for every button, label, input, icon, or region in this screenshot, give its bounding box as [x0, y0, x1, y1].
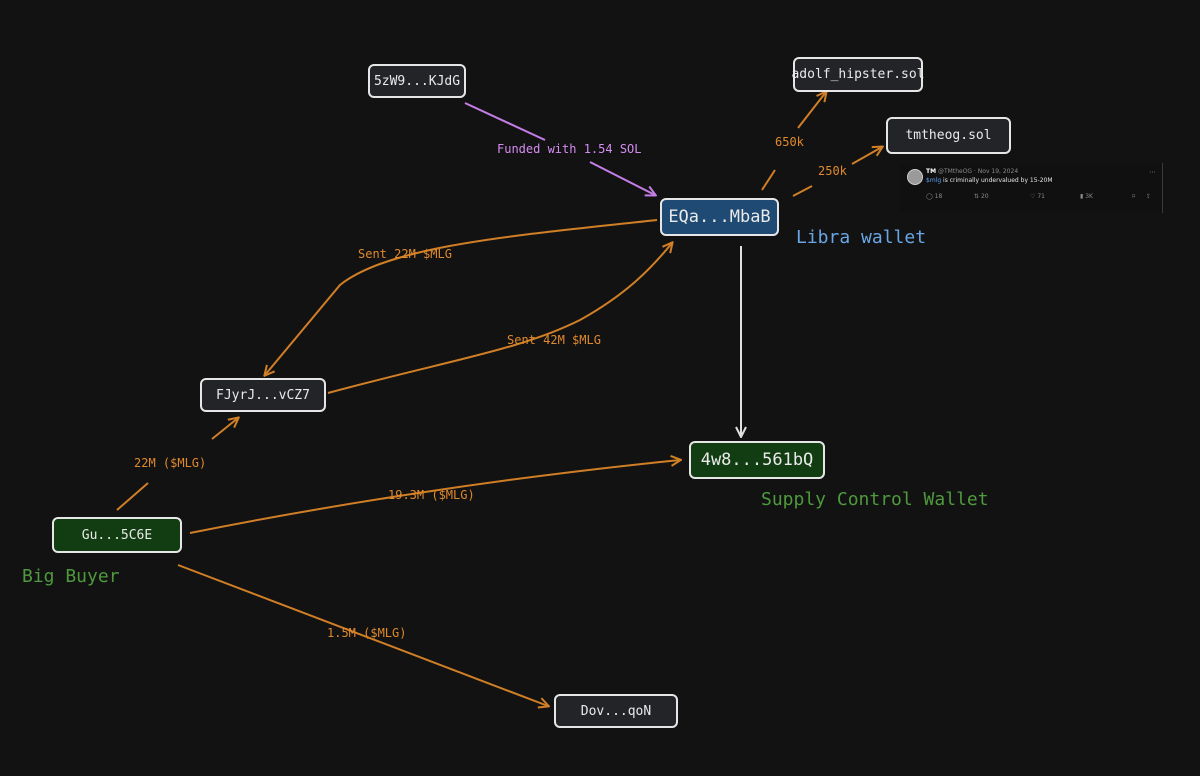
tweet-text-body: is criminally undervalued by 15-20M — [941, 177, 1053, 184]
arrow-250k-b — [851, 147, 882, 165]
wallet-node-gu-big-buyer[interactable]: Gu...5C6E — [52, 517, 182, 553]
note-big-buyer: Big Buyer — [22, 566, 120, 587]
reply-icon: ◯ — [926, 193, 933, 200]
wallet-node-adolf-hipster[interactable]: adolf_hipster.sol — [791, 57, 925, 92]
edge-label-sent42: Sent 42M $MLG — [507, 333, 601, 347]
edge-label-650k: 650k — [775, 135, 804, 149]
more-options-icon[interactable]: ⋯ — [1149, 168, 1156, 176]
arrow-22m-b — [211, 418, 238, 440]
tweet-text: $mlg is criminally undervalued by 15-20M — [926, 177, 1053, 184]
wallet-node-4w8-supply[interactable]: 4w8...561bQ — [689, 441, 825, 479]
edge-label-1-5m: 1.5M ($MLG) — [327, 626, 407, 640]
wallet-node-5zw9[interactable]: 5zW9...KJdG — [368, 64, 466, 98]
edge-label-sent22: Sent 22M $MLG — [358, 247, 452, 261]
tweet-handle[interactable]: @TMtheOG — [938, 168, 973, 175]
edge-label-funded: Funded with 1.54 SOL — [497, 142, 642, 156]
repost-count: 20 — [980, 193, 989, 200]
view-count: 3K — [1085, 193, 1093, 200]
wallet-node-dov[interactable]: Dov...qoN — [554, 694, 678, 728]
tweet-header: TM @TMtheOG · Nov 19, 2024 — [926, 168, 1018, 175]
edge-label-19-3m: 19.3M ($MLG) — [388, 488, 475, 502]
wallet-node-tmtheog[interactable]: tmtheog.sol — [886, 117, 1011, 154]
repost-action[interactable]: ⇅ 20 — [974, 193, 989, 200]
bookmark-icon[interactable]: ⌑ — [1132, 193, 1136, 200]
arrow-sent22 — [265, 219, 658, 375]
arrow-22m-a — [116, 482, 149, 511]
wallet-node-eqa-libra[interactable]: EQa...MbaB — [660, 198, 779, 236]
tweet-card[interactable]: TM @TMtheOG · Nov 19, 2024 ⋯ $mlg is cri… — [900, 163, 1163, 213]
arrow-193m — [189, 460, 680, 534]
like-action[interactable]: ♡ 71 — [1030, 193, 1045, 200]
tweet-author-name: TM — [926, 168, 937, 175]
reply-count: 18 — [934, 193, 943, 200]
arrow-funded-tail — [589, 161, 655, 195]
edge-label-22m: 22M ($MLG) — [134, 456, 207, 470]
arrow-funded — [464, 102, 546, 141]
views-icon: ▮ — [1080, 193, 1084, 200]
avatar — [907, 169, 923, 185]
like-count: 71 — [1037, 193, 1045, 200]
note-supply-control-wallet: Supply Control Wallet — [761, 489, 989, 510]
arrow-sent42 — [327, 243, 672, 394]
heart-icon: ♡ — [1030, 193, 1036, 200]
note-libra-wallet: Libra wallet — [796, 227, 927, 248]
edge-label-250k: 250k — [818, 164, 847, 178]
arrow-650k-b — [797, 92, 826, 129]
reply-action[interactable]: ◯ 18 — [926, 193, 942, 200]
arrow-250k-a — [792, 185, 813, 197]
wallet-node-fjyr[interactable]: FJyrJ...vCZ7 — [200, 378, 326, 412]
tweet-ticker-link[interactable]: $mlg — [926, 177, 942, 184]
views-action[interactable]: ▮ 3K — [1080, 193, 1093, 200]
repost-icon: ⇅ — [974, 193, 980, 200]
tweet-date: · Nov 19, 2024 — [973, 168, 1019, 175]
arrow-650k-a — [761, 169, 776, 191]
arrow-15m — [177, 564, 548, 706]
share-icon[interactable]: ⇪ — [1146, 193, 1152, 200]
